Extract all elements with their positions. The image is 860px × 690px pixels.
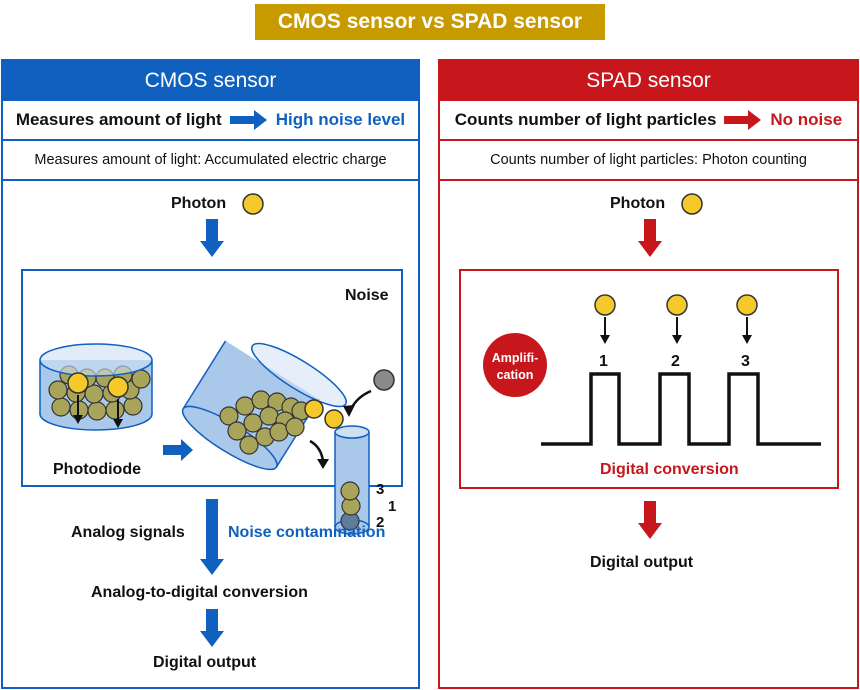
photon-icon: [242, 193, 264, 215]
spad-measure-label: Counts number of light particles: [454, 110, 717, 129]
spad-description: Counts number of light particles: Photon…: [440, 141, 857, 181]
down-arrow-icon: [200, 609, 224, 647]
count-2-label: 2: [376, 514, 385, 531]
amplification-line-2: cation: [496, 368, 534, 382]
adc-label: Analog-to-digital conversion: [91, 584, 308, 601]
right-arrow-icon: [724, 109, 762, 131]
pulse-label-1: 1: [599, 353, 608, 370]
spad-summary-row: Counts number of light particles No nois…: [440, 101, 857, 141]
down-arrow-icon: [200, 499, 224, 575]
page-title: CMOS sensor vs SPAD sensor: [255, 4, 605, 40]
photon-icon: [681, 193, 703, 215]
spad-result-label: No noise: [770, 110, 843, 129]
pulse-label-2: 2: [671, 353, 680, 370]
pulse-label-3: 3: [741, 353, 750, 370]
count-3-label: 3: [376, 481, 385, 498]
digital-conversion-label: Digital conversion: [600, 461, 739, 478]
spad-process-box: [459, 269, 839, 489]
count-1-label: 1: [388, 498, 397, 515]
amplification-line-1: Amplifi-: [491, 351, 539, 365]
cmos-description: Measures amount of light: Accumulated el…: [3, 141, 418, 181]
cmos-summary-row: Measures amount of light High noise leve…: [3, 101, 418, 141]
down-arrow-icon: [638, 219, 662, 257]
spad-panel: SPAD sensor Counts number of light parti…: [438, 59, 859, 689]
cmos-result-label: High noise level: [275, 110, 406, 129]
photon-drops: [67, 340, 395, 535]
spad-header: SPAD sensor: [440, 61, 857, 101]
cmos-photon-label: Photon: [171, 195, 227, 212]
down-arrow-icon: [638, 501, 662, 539]
spad-output-label: Digital output: [590, 554, 694, 571]
pulse-illustration: [483, 294, 821, 446]
right-arrow-icon: [229, 109, 268, 131]
down-arrow-icon: [200, 219, 224, 257]
cmos-header: CMOS sensor: [3, 61, 418, 101]
noise-contamination-label: Noise contamination: [228, 524, 386, 541]
amplification-badge: Amplifi- cation: [482, 350, 548, 384]
cmos-process-box: [21, 269, 403, 487]
photodiode-label: Photodiode: [53, 461, 141, 478]
cmos-panel: CMOS sensor Measures amount of light Hig…: [1, 59, 420, 689]
cmos-output-label: Digital output: [153, 654, 257, 671]
noise-label: Noise: [345, 287, 389, 304]
analog-signals-label: Analog signals: [71, 524, 185, 541]
cmos-measure-label: Measures amount of light: [15, 110, 222, 129]
spad-photon-label: Photon: [610, 195, 666, 212]
